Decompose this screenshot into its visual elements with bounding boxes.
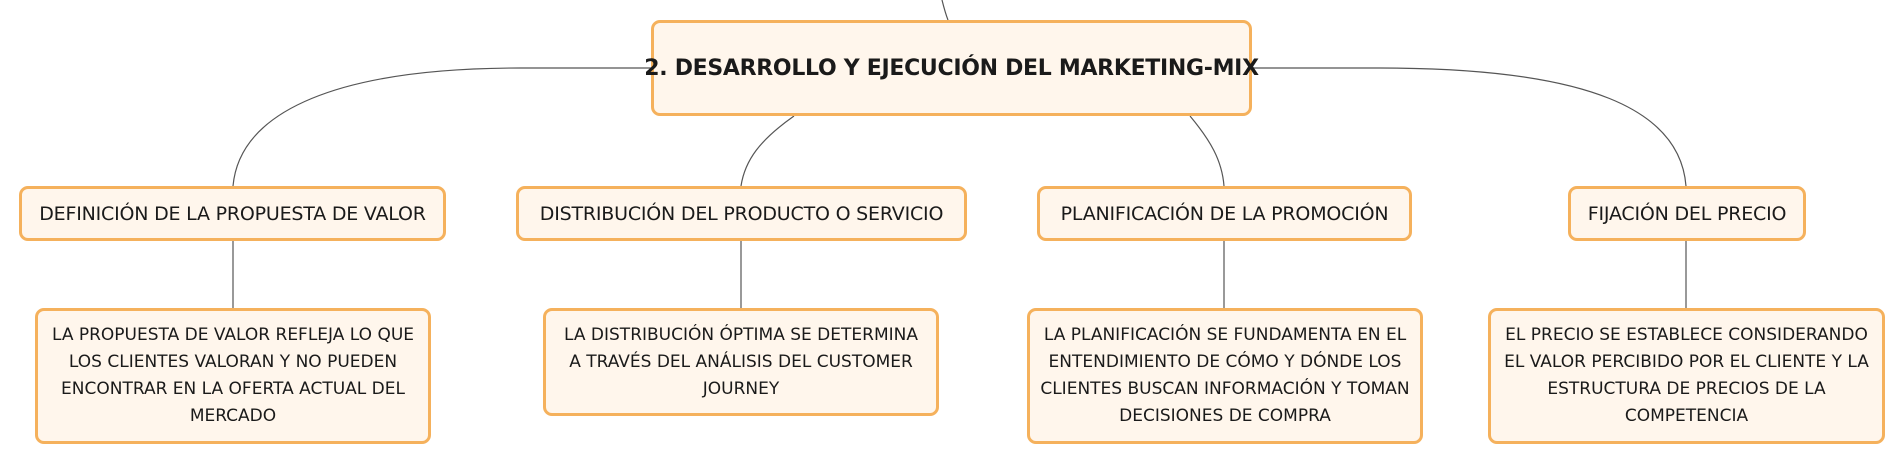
main-topic-node[interactable]: 2. DESARROLLO Y EJECUCIÓN DEL MARKETING-… (644, 20, 1259, 116)
detail-node-promocion[interactable]: LA PLANIFICACIÓN SE FUNDAMENTA EN EL ENT… (1027, 308, 1423, 444)
connector-main-to-branch-4 (1252, 67, 1687, 187)
detail-text: LA PROPUESTA DE VALOR REFLEJA LO QUE LOS… (51, 325, 415, 426)
main-topic-label: 2. DESARROLLO Y EJECUCIÓN DEL MARKETING-… (644, 55, 1259, 81)
branch-node-precio[interactable]: FIJACIÓN DEL PRECIO (1568, 186, 1806, 241)
branch-label: PLANIFICACIÓN DE LA PROMOCIÓN (1060, 202, 1389, 225)
connector-parent-to-main (941, 0, 949, 21)
branch-label: FIJACIÓN DEL PRECIO (1587, 202, 1787, 225)
detail-text: LA PLANIFICACIÓN SE FUNDAMENTA EN EL ENT… (1040, 325, 1410, 426)
detail-text: LA DISTRIBUCIÓN ÓPTIMA SE DETERMINA A TR… (564, 324, 918, 399)
connector-main-to-branch-2 (740, 115, 795, 187)
detail-text: EL PRECIO SE ESTABLECE CONSIDERANDO EL V… (1504, 325, 1869, 426)
branch-node-distribucion[interactable]: DISTRIBUCIÓN DEL PRODUCTO O SERVICIO (516, 186, 967, 241)
detail-node-propuesta-valor[interactable]: LA PROPUESTA DE VALOR REFLEJA LO QUE LOS… (35, 308, 431, 444)
branch-node-promocion[interactable]: PLANIFICACIÓN DE LA PROMOCIÓN (1037, 186, 1412, 241)
detail-node-distribucion[interactable]: LA DISTRIBUCIÓN ÓPTIMA SE DETERMINA A TR… (543, 308, 939, 416)
connector-main-to-branch-3 (1189, 115, 1225, 187)
branch-label: DEFINICIÓN DE LA PROPUESTA DE VALOR (39, 202, 426, 225)
branch-label: DISTRIBUCIÓN DEL PRODUCTO O SERVICIO (539, 202, 944, 225)
connector-main-to-branch-1 (232, 67, 651, 187)
branch-node-propuesta-valor[interactable]: DEFINICIÓN DE LA PROPUESTA DE VALOR (19, 186, 446, 241)
detail-node-precio[interactable]: EL PRECIO SE ESTABLECE CONSIDERANDO EL V… (1488, 308, 1885, 444)
